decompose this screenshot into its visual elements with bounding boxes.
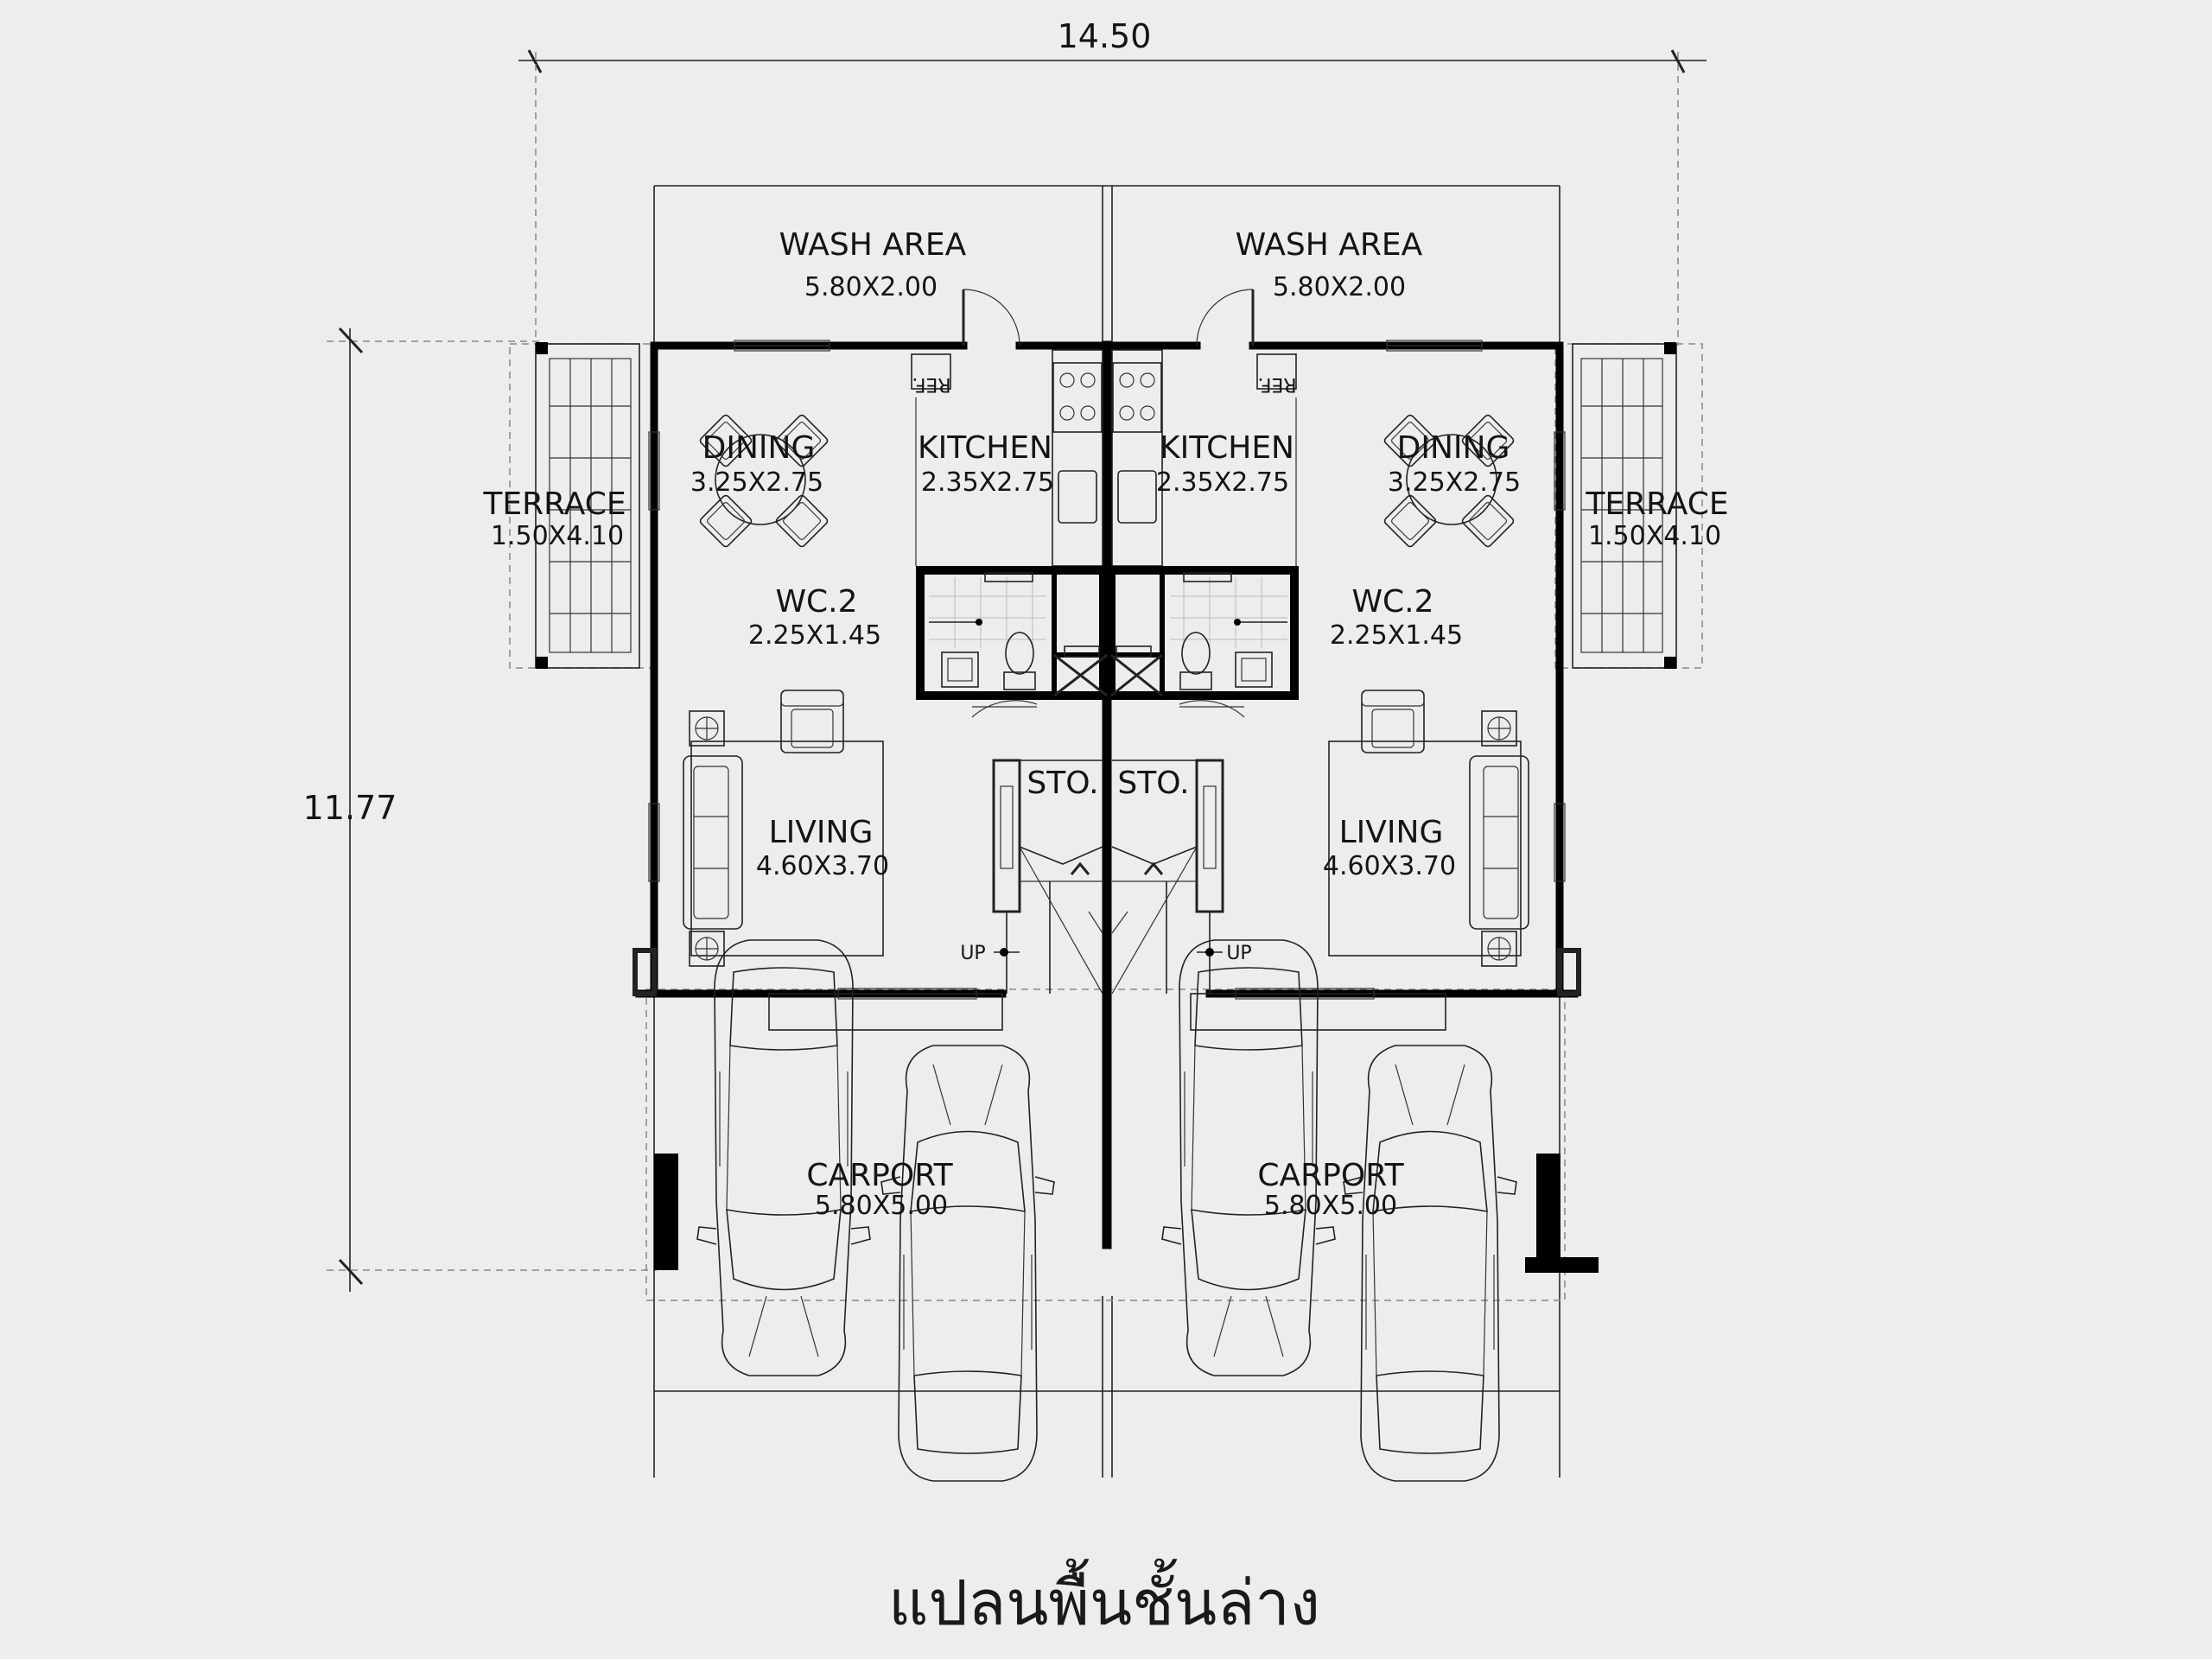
wash-area-left-name: WASH AREA xyxy=(779,227,967,263)
carport-left-size: 5.80X5.00 xyxy=(815,1191,948,1221)
dimension-depth xyxy=(327,327,657,1292)
kitchen-left-size: 2.35X2.75 xyxy=(921,467,1054,498)
fridge-left-label: REF. xyxy=(912,373,950,395)
storage-right-name: STO. xyxy=(1117,766,1189,801)
terrace-right-name: TERRACE xyxy=(1585,486,1728,522)
windows xyxy=(648,340,1566,1031)
rear-doors xyxy=(962,289,1255,346)
carport-right-name: CARPORT xyxy=(1257,1158,1404,1193)
dining-left-name: DINING xyxy=(702,430,816,466)
living-furniture xyxy=(683,690,1529,967)
terrace-left-name: TERRACE xyxy=(482,486,626,522)
kitchen-right-name: KITCHEN xyxy=(1160,430,1294,466)
wash-area-left-size: 5.80X2.00 xyxy=(804,272,938,302)
storage-left-name: STO. xyxy=(1027,766,1098,801)
storage-and-stairs xyxy=(992,759,1224,995)
carport-left-name: CARPORT xyxy=(806,1158,953,1193)
wc-blocks xyxy=(916,566,1299,718)
living-right-size: 4.60X3.70 xyxy=(1323,851,1456,881)
wc-left-size: 2.25X1.45 xyxy=(748,620,881,651)
living-left-size: 4.60X3.70 xyxy=(756,851,889,881)
wash-area-right-size: 5.80X2.00 xyxy=(1273,272,1406,302)
kitchen-right-size: 2.35X2.75 xyxy=(1156,467,1289,498)
dining-left-size: 3.25X2.75 xyxy=(690,467,823,498)
terrace-right-size: 1.50X4.10 xyxy=(1588,521,1721,551)
wc-left-name: WC.2 xyxy=(775,584,857,620)
dining-sets xyxy=(698,413,1516,549)
site-outline xyxy=(645,185,1566,1478)
depth-dimension-label: 11.77 xyxy=(303,789,397,827)
wc-right-size: 2.25X1.45 xyxy=(1330,620,1463,651)
plan-caption: แปลนพื้นชั้นล่าง xyxy=(888,1558,1320,1639)
fridge-right-label: REF. xyxy=(1257,373,1296,395)
dining-right-size: 3.25X2.75 xyxy=(1388,467,1521,498)
stair-up-left-label: UP xyxy=(960,943,985,964)
stair-up-right-label: UP xyxy=(1226,943,1251,964)
living-left-name: LIVING xyxy=(769,815,874,850)
dimension-width xyxy=(518,49,1707,346)
width-dimension-label: 14.50 xyxy=(1058,17,1152,55)
carport-right-size: 5.80X5.00 xyxy=(1264,1191,1397,1221)
living-right-name: LIVING xyxy=(1339,815,1444,850)
dining-right-name: DINING xyxy=(1397,430,1510,466)
kitchen-left-name: KITCHEN xyxy=(918,430,1052,466)
terrace-left-size: 1.50X4.10 xyxy=(491,521,624,551)
wash-area-right-name: WASH AREA xyxy=(1236,227,1423,263)
wc-right-name: WC.2 xyxy=(1351,584,1433,620)
terrace-right xyxy=(1554,342,1703,669)
